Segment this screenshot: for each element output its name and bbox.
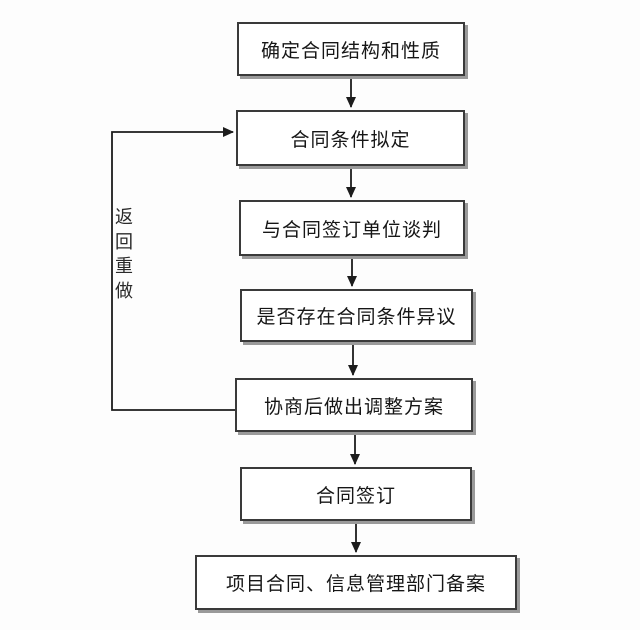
flow-node-label: 合同签订 xyxy=(315,485,396,507)
loop-back-label: 返回重做 xyxy=(115,207,133,301)
flow-node-label: 确定合同结构和性质 xyxy=(260,40,441,62)
flow-node-adjustment-plan: 协商后做出调整方案 xyxy=(235,378,473,432)
flow-node-label: 合同条件拟定 xyxy=(290,129,411,151)
flow-node-check-objections: 是否存在合同条件异议 xyxy=(240,289,473,342)
flow-node-label: 是否存在合同条件异议 xyxy=(256,307,457,328)
flow-node-sign-contract: 合同签订 xyxy=(240,467,472,521)
flow-node-draft-conditions: 合同条件拟定 xyxy=(236,110,465,166)
flow-node-department-filing: 项目合同、信息管理部门备案 xyxy=(195,555,517,610)
flow-node-label: 协商后做出调整方案 xyxy=(263,396,444,418)
flow-node-label: 项目合同、信息管理部门备案 xyxy=(225,574,486,595)
flow-node-label: 与合同签订单位谈判 xyxy=(261,219,442,241)
flow-node-negotiate-with-unit: 与合同签订单位谈判 xyxy=(239,200,465,256)
flow-node-determine-structure: 确定合同结构和性质 xyxy=(237,22,465,76)
